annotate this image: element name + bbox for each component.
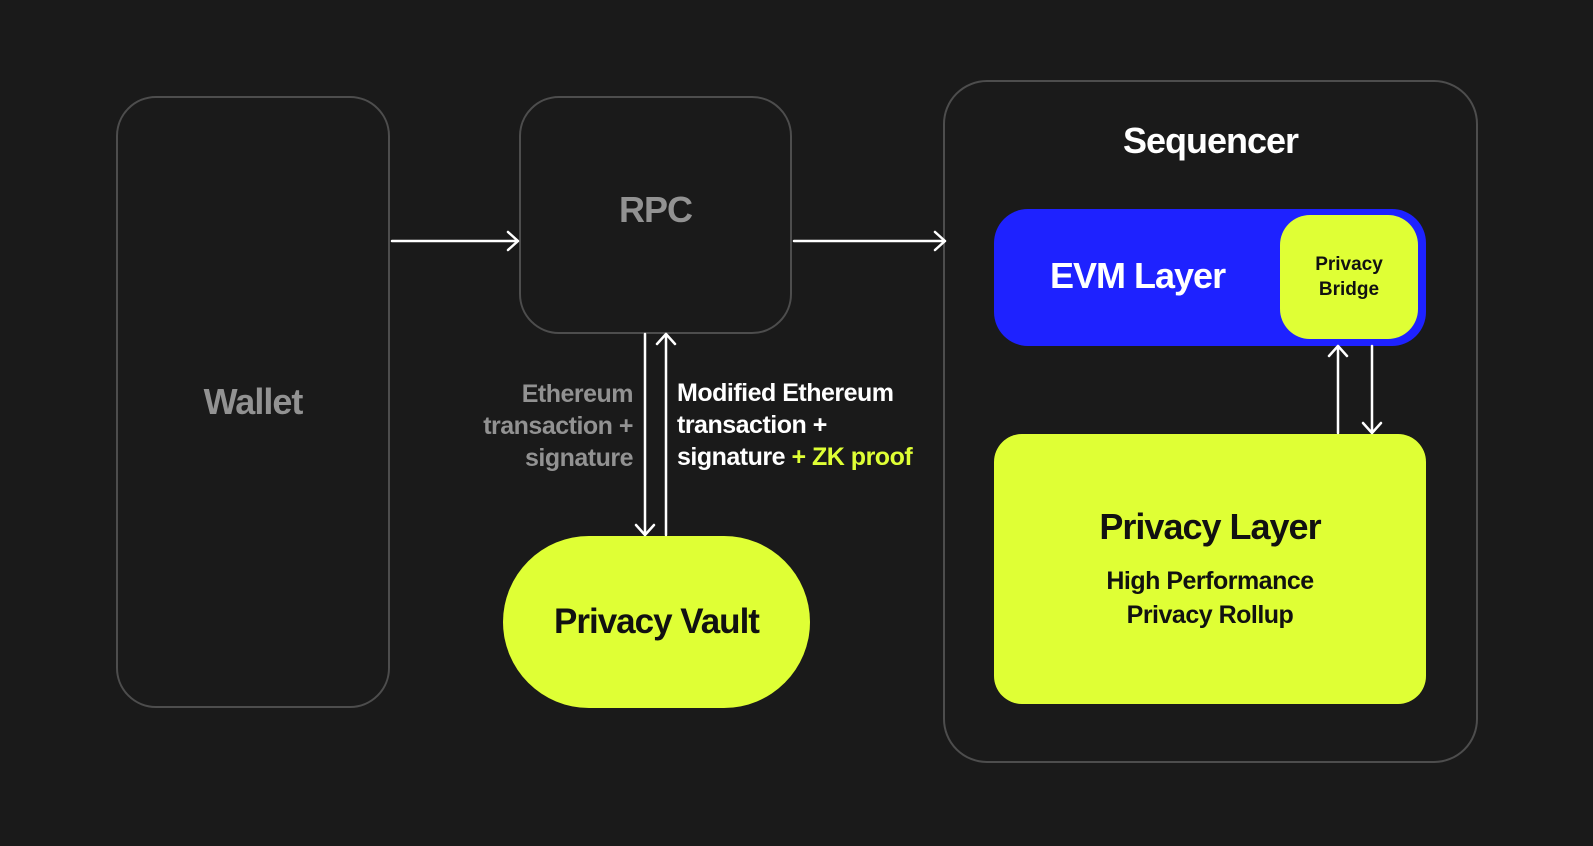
annotation-line: transaction +	[677, 411, 827, 439]
privacy-layer-subtitle-line: Privacy Rollup	[1126, 601, 1294, 629]
annotation-line: transaction +	[483, 412, 633, 440]
wallet-to-rpc-arrow	[390, 230, 520, 252]
rpc-to-vault-label: Ethereum transaction + signature	[483, 378, 633, 474]
privacy-bridge-label-line: Privacy	[1315, 254, 1383, 275]
annotation-line: signature + ZK proof	[677, 441, 913, 473]
privacy-layer-node: Privacy Layer High Performance Privacy R…	[994, 434, 1426, 704]
privacy-layer-to-bridge-arrow	[1327, 344, 1349, 435]
sequencer-label: Sequencer	[1122, 120, 1299, 161]
rpc-to-vault-arrow	[634, 332, 656, 537]
privacy-vault-label: Privacy Vault	[554, 602, 760, 641]
privacy-bridge-node: Privacy Bridge	[1280, 215, 1418, 339]
zk-proof-highlight: + ZK proof	[791, 443, 913, 471]
annotation-text: signature	[677, 443, 786, 471]
evm-to-privacy-layer-arrow	[1361, 344, 1383, 435]
vault-to-rpc-label: Modified Ethereum transaction + signatur…	[677, 377, 913, 473]
wallet-node: Wallet	[116, 96, 390, 708]
privacy-bridge-label-line: Bridge	[1318, 279, 1380, 300]
privacy-vault-node: Privacy Vault	[503, 536, 810, 708]
privacy-layer-title: Privacy Layer	[1099, 506, 1321, 547]
annotation-line: Modified Ethereum	[677, 379, 894, 407]
annotation-line: signature	[524, 444, 634, 472]
evm-layer-label: EVM Layer	[1050, 255, 1226, 296]
rpc-node: RPC	[519, 96, 792, 334]
evm-layer-node: EVM Layer Privacy Bridge	[994, 209, 1426, 346]
vault-to-rpc-arrow	[655, 332, 677, 537]
rpc-label: RPC	[618, 189, 693, 230]
annotation-line: Ethereum	[521, 380, 634, 408]
privacy-layer-subtitle-line: High Performance	[1106, 567, 1314, 595]
wallet-label: Wallet	[203, 381, 304, 422]
rpc-to-sequencer-arrow	[792, 230, 947, 252]
